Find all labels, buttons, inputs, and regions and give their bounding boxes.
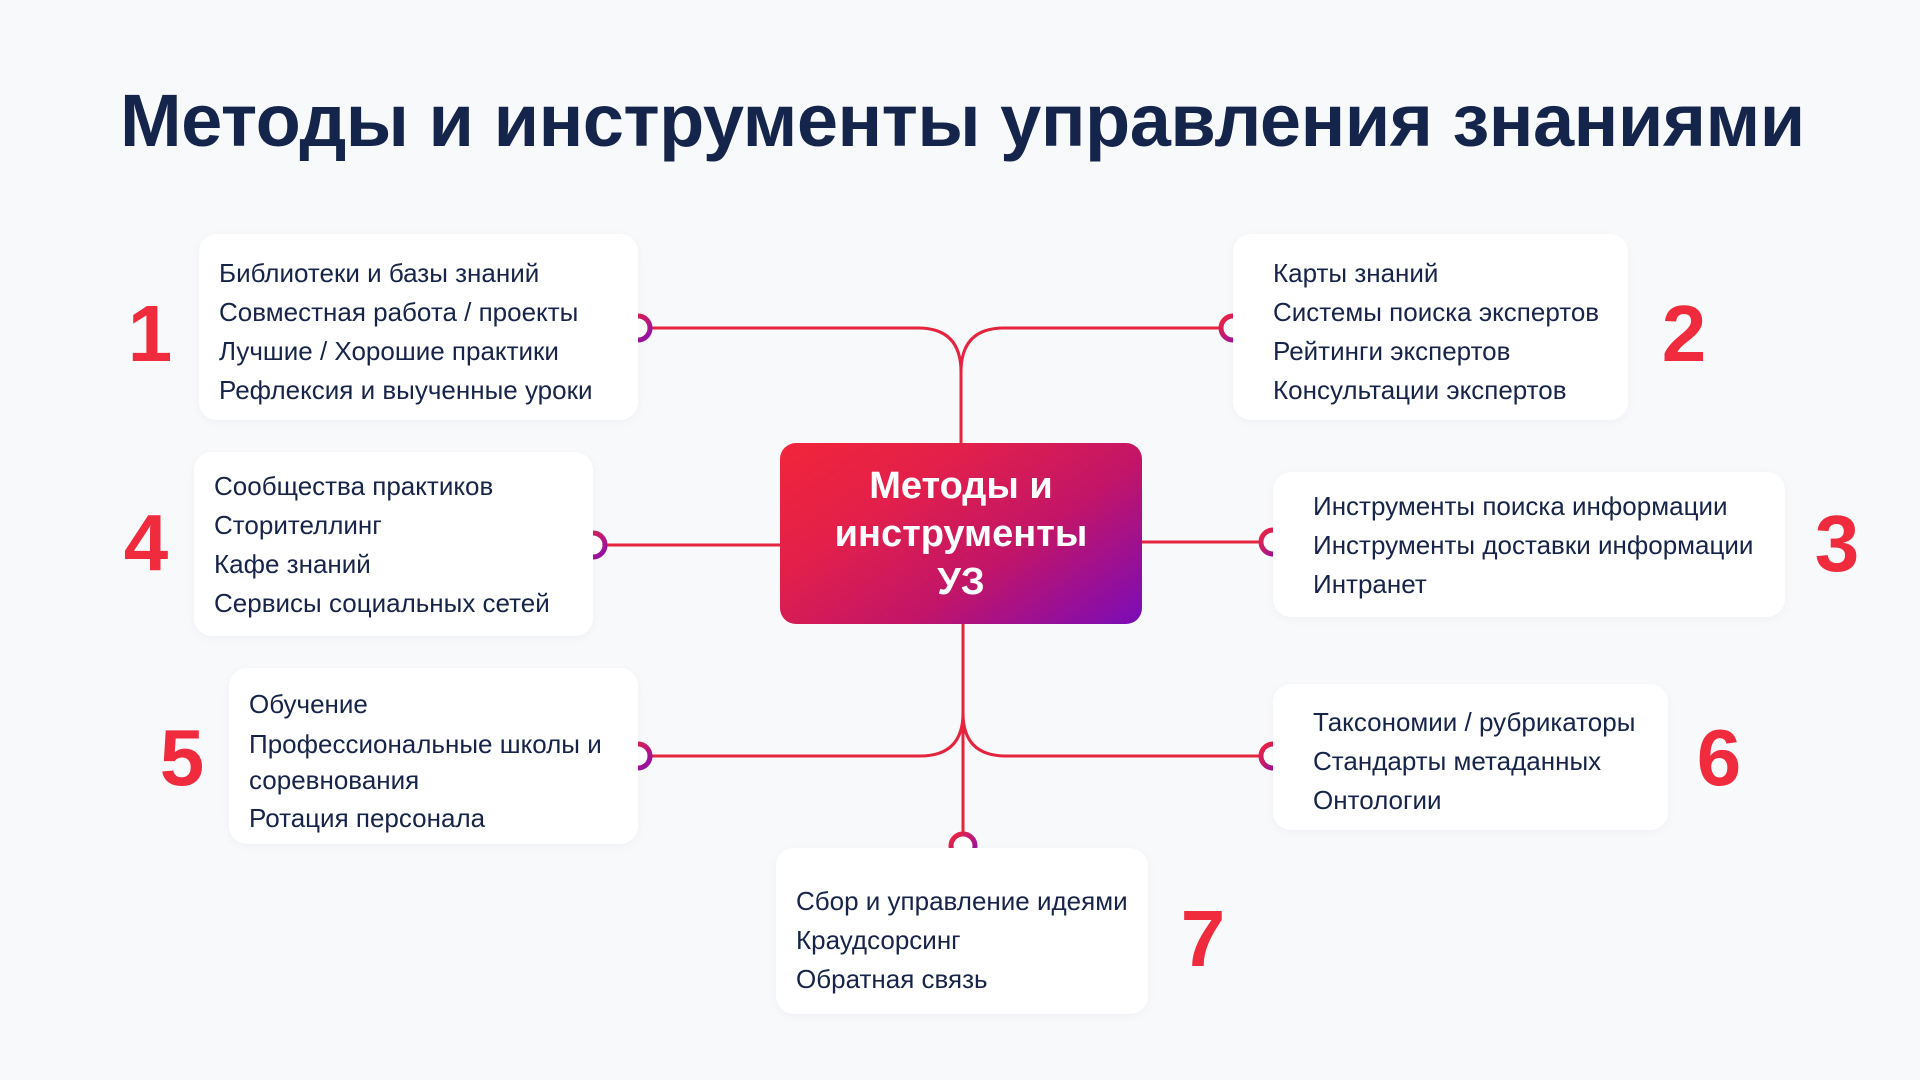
list-item: Таксономии / рубрикаторы (1313, 707, 1636, 737)
list-item: Системы поиска экспертов (1273, 297, 1600, 327)
connector-branch-5 (636, 711, 965, 758)
group-card-7: Сбор и управление идеями Краудсорсинг Об… (776, 848, 1148, 1014)
list-item: Интранет (1313, 569, 1427, 599)
list-item: Рефлексия и выученные уроки (219, 375, 593, 405)
slide-title: Методы и инструменты управления знаниями (120, 79, 1805, 162)
group-list-1: Библиотеки и базы знаний Совместная рабо… (219, 254, 638, 410)
group-list-6: Таксономии / рубрикаторы Стандарты метад… (1313, 703, 1668, 820)
group-card-2: Карты знаний Системы поиска экспертов Ре… (1233, 234, 1628, 420)
list-item: Инструменты доставки информации (1313, 530, 1754, 560)
list-item: Библиотеки и базы знаний (219, 258, 540, 288)
group-number-6: 6 (1696, 713, 1742, 802)
list-item: Совместная работа / проекты (219, 297, 579, 327)
group-number-3: 3 (1814, 499, 1860, 588)
list-item: Ротация персонала (249, 803, 486, 833)
group-list-7: Сбор и управление идеями Краудсорсинг Об… (796, 882, 1148, 999)
group-number-7: 7 (1180, 894, 1226, 983)
group-number-2: 2 (1661, 289, 1707, 378)
list-item: Лучшие / Хорошие практики (219, 336, 559, 366)
connector-branch-2 (959, 326, 1235, 374)
center-node: Методы и инструменты УЗ (780, 443, 1142, 624)
group-number-4: 4 (123, 498, 169, 587)
list-item: Профессиональные школы и соревнования (249, 729, 602, 795)
group-number-5: 5 (159, 713, 205, 802)
group-card-3: Инструменты поиска информации Инструмент… (1273, 472, 1785, 617)
list-item: Рейтинги экспертов (1273, 336, 1511, 366)
group-list-5: Обучение Профессиональные школы и соревн… (249, 685, 608, 838)
group-card-5: Обучение Профессиональные школы и соревн… (229, 668, 638, 844)
connector-branch-1 (636, 326, 963, 374)
list-item: Краудсорсинг (796, 925, 961, 955)
list-item: Консультации экспертов (1273, 375, 1567, 405)
list-item: Кафе знаний (214, 549, 371, 579)
list-item: Онтологии (1313, 785, 1442, 815)
list-item: Сбор и управление идеями (796, 886, 1128, 916)
group-number-1: 1 (127, 289, 173, 378)
list-item: Сообщества практиков (214, 471, 494, 501)
list-item: Стандарты метаданных (1313, 746, 1602, 776)
list-item: Инструменты поиска информации (1313, 491, 1728, 521)
list-item: Карты знаний (1273, 258, 1439, 288)
list-item: Сторителлинг (214, 510, 382, 540)
list-item: Обучение (249, 689, 368, 719)
list-item: Обратная связь (796, 964, 988, 994)
group-list-4: Сообщества практиков Сторителлинг Кафе з… (214, 467, 593, 623)
group-list-2: Карты знаний Системы поиска экспертов Ре… (1273, 254, 1628, 410)
group-card-6: Таксономии / рубрикаторы Стандарты метад… (1273, 684, 1668, 830)
center-node-label: Методы и инструменты УЗ (834, 464, 1088, 603)
group-card-4: Сообщества практиков Сторителлинг Кафе з… (194, 452, 593, 636)
group-card-1: Библиотеки и базы знаний Совместная рабо… (199, 234, 638, 420)
group-list-3: Инструменты поиска информации Инструмент… (1313, 487, 1785, 604)
connector-branch-6 (961, 711, 1275, 758)
list-item: Сервисы социальных сетей (214, 588, 550, 618)
